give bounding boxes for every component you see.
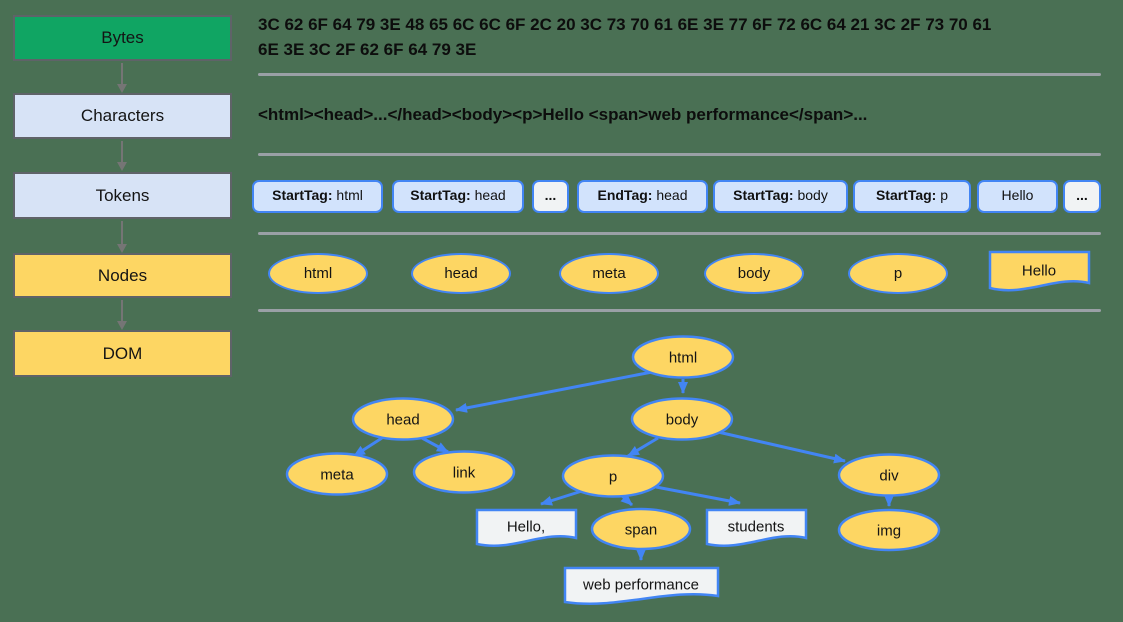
- edge-p-hello: [540, 489, 583, 506]
- text-node-hello: Hello: [988, 250, 1091, 292]
- edge-body-p: [627, 436, 659, 458]
- node-label: body: [737, 265, 771, 282]
- down-arrow-head-icon: [117, 84, 127, 93]
- down-arrow-line-icon: [121, 221, 123, 244]
- stage-tokens: Tokens: [13, 172, 232, 219]
- tree-node-div: [837, 453, 941, 497]
- tree-node-label: img: [877, 523, 901, 540]
- node-label: p: [893, 265, 903, 282]
- token-hello: Hello: [977, 180, 1058, 213]
- edge-head-link: [421, 436, 449, 454]
- node-label: meta: [592, 265, 626, 282]
- text-node-shape: [988, 250, 1091, 292]
- stage-characters: Characters: [13, 93, 232, 139]
- bytes-hex-line1: 3C 62 6F 64 79 3E 48 65 6C 6C 6F 2C 20 3…: [258, 15, 992, 34]
- down-arrow-line-icon: [121, 141, 123, 162]
- token-type-label: StartTag:: [733, 187, 794, 203]
- bytes-hex-line2: 6E 3E 3C 2F 62 6F 64 79 3E: [258, 40, 477, 59]
- token-value: html: [332, 187, 363, 203]
- tree-text-node-hello: [475, 508, 578, 547]
- tree-node-label: div: [879, 468, 899, 485]
- tree-node-label: web performance: [582, 577, 699, 594]
- tree-node-body: [630, 397, 734, 441]
- down-arrow-line-icon: [121, 300, 123, 321]
- stage-dom-label: DOM: [102, 343, 143, 363]
- tree-node-img: [837, 508, 941, 552]
- tree-text-node-webperf: [563, 566, 720, 606]
- token-value: Hello: [1001, 187, 1034, 203]
- tree-node-link: [412, 450, 516, 494]
- stage-characters-label: Characters: [80, 106, 165, 125]
- stage-tokens-label: Tokens: [95, 185, 150, 205]
- text-node-label: Hello: [1022, 263, 1056, 280]
- token-value: body: [793, 187, 828, 203]
- tree-node-span: [590, 507, 692, 551]
- edge-body-div: [717, 430, 846, 464]
- stage-dom: DOM: [13, 330, 232, 377]
- down-arrow-head-icon: [117, 244, 127, 253]
- tree-node-label: span: [625, 522, 658, 539]
- down-arrow-head-icon: [117, 162, 127, 171]
- node-label: head: [444, 265, 478, 282]
- tree-text-node-students: [705, 508, 808, 547]
- tree-node-html: [631, 335, 735, 379]
- node-p: p: [848, 253, 948, 294]
- token-ellipsis: ...: [532, 180, 569, 213]
- token-value: head: [470, 187, 506, 203]
- token-ellipsis: ...: [1063, 180, 1101, 213]
- tree-node-meta: [285, 452, 389, 496]
- tree-node-p: [561, 454, 665, 498]
- token-value: p: [936, 187, 949, 203]
- token-value: ...: [544, 187, 557, 203]
- section-divider: [258, 309, 1101, 312]
- node-meta: meta: [559, 253, 659, 294]
- node-label: html: [303, 265, 333, 282]
- tree-node-label: link: [453, 465, 476, 482]
- token-type-label: StartTag:: [875, 187, 937, 203]
- tree-node-label: head: [386, 412, 419, 429]
- down-arrow-line-icon: [121, 63, 123, 84]
- stage-bytes: Bytes: [13, 15, 232, 61]
- tree-node-label: p: [609, 469, 617, 486]
- edge-p-students: [655, 485, 741, 506]
- section-divider: [258, 232, 1101, 235]
- edge-html-head: [455, 370, 653, 413]
- tree-node-label: meta: [320, 467, 354, 484]
- node-body: body: [704, 253, 804, 294]
- node-head: head: [411, 253, 511, 294]
- section-divider: [258, 153, 1101, 156]
- stage-nodes: Nodes: [13, 253, 232, 298]
- bytes-hex-text: 3C 62 6F 64 79 3E 48 65 6C 6C 6F 2C 20 3…: [258, 12, 1108, 62]
- down-arrow-head-icon: [117, 321, 127, 330]
- characters-markup-text: <html><head>...</head><body><p>Hello <sp…: [258, 105, 868, 124]
- edge-head-meta: [353, 436, 383, 458]
- token-starttag-body: StartTag: body: [713, 180, 848, 213]
- token-starttag-p: StartTag: p: [853, 180, 971, 213]
- token-value: head: [652, 187, 688, 203]
- tree-node-head: [351, 397, 455, 441]
- node-html: html: [268, 253, 368, 294]
- tree-node-label: html: [669, 350, 697, 367]
- token-starttag-html: StartTag: html: [252, 180, 383, 213]
- token-starttag-head: StartTag: head: [392, 180, 524, 213]
- stage-nodes-label: Nodes: [97, 265, 148, 285]
- tree-node-label: Hello,: [507, 519, 545, 536]
- token-value: ...: [1076, 187, 1088, 203]
- section-divider: [258, 73, 1101, 76]
- tree-node-label: body: [666, 412, 699, 429]
- token-endtag-head: EndTag: head: [577, 180, 708, 213]
- token-type-label: EndTag:: [597, 187, 653, 203]
- tree-node-label: students: [728, 519, 785, 536]
- token-type-label: StartTag:: [272, 187, 333, 203]
- stage-bytes-label: Bytes: [101, 28, 144, 47]
- token-type-label: StartTag:: [410, 187, 471, 203]
